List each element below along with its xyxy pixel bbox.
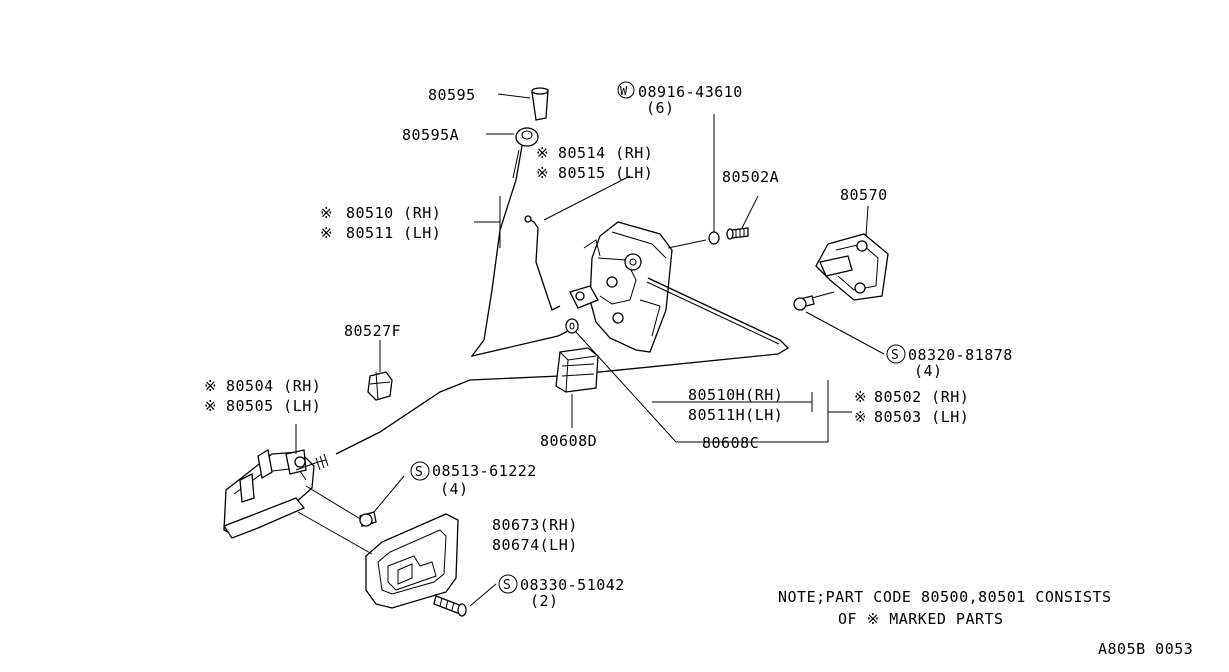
striker-screw [793, 291, 835, 311]
label-80511: 80511 (LH) [346, 224, 441, 242]
label-08513-qty: (4) [440, 480, 469, 498]
label-80510H: 80510H(RH) [688, 386, 783, 404]
asterisk-80503: ※ [854, 408, 867, 426]
asterisk-80505: ※ [204, 397, 217, 415]
label-08513-61222: 08513-61222 [432, 462, 537, 480]
s-mark-08330: S [503, 578, 511, 593]
diagram-code: A805B 0053 [1098, 640, 1193, 658]
handle-screw-08513 [359, 511, 377, 527]
lock-screw-80502A [726, 227, 749, 240]
label-08320-qty: (4) [914, 362, 943, 380]
lock-washer [708, 231, 720, 245]
label-80608D: 80608D [540, 432, 597, 450]
door-lock-body [569, 221, 673, 353]
label-80570: 80570 [840, 186, 888, 204]
label-80502A: 80502A [722, 168, 779, 186]
rod-clip-80608C [565, 318, 579, 334]
label-80595A: 80595A [402, 126, 459, 144]
knob-grommet [515, 127, 539, 147]
asterisk-80515: ※ [536, 164, 549, 182]
escutcheon-screw-08330 [433, 595, 467, 617]
label-80608C: 80608C [702, 434, 759, 452]
label-08320-81878: 08320-81878 [908, 346, 1013, 364]
note-line-1: NOTE;PART CODE 80500,80501 CONSISTS [778, 588, 1112, 606]
asterisk-80504: ※ [204, 377, 217, 395]
label-80505: 80505 (LH) [226, 397, 321, 415]
handle-escutcheon [365, 513, 459, 609]
door-striker [815, 233, 889, 301]
s-mark-08320: S [891, 348, 899, 363]
label-80595: 80595 [428, 86, 476, 104]
label-80514: 80514 (RH) [558, 144, 653, 162]
label-80515: 80515 (LH) [558, 164, 653, 182]
label-08916-43610: 08916-43610 [638, 83, 743, 101]
label-80511H: 80511H(LH) [688, 406, 783, 424]
label-08916-qty: (6) [646, 99, 675, 117]
label-80504: 80504 (RH) [226, 377, 321, 395]
link-rod-80514 [525, 217, 561, 311]
label-80527F: 80527F [344, 322, 401, 340]
asterisk-80511: ※ [320, 224, 333, 242]
asterisk-80514: ※ [536, 144, 549, 162]
asterisk-80502: ※ [854, 388, 867, 406]
label-80502: 80502 (RH) [874, 388, 969, 406]
label-80674: 80674(LH) [492, 536, 578, 554]
asterisk-80510: ※ [320, 204, 333, 222]
note-line-2: OF ※ MARKED PARTS [838, 610, 1004, 628]
label-08330-51042: 08330-51042 [520, 576, 625, 594]
lock-rod [470, 145, 571, 358]
rod-protector-80608D [555, 347, 599, 393]
rod-holder-80527F [367, 371, 393, 401]
label-80503: 80503 (LH) [874, 408, 969, 426]
s-mark-08513: S [415, 465, 423, 480]
inside-handle [223, 448, 329, 539]
w-mark: W [620, 84, 628, 98]
label-08330-qty: (2) [530, 592, 559, 610]
label-80510: 80510 (RH) [346, 204, 441, 222]
lock-knob [531, 87, 549, 121]
label-80673: 80673(RH) [492, 516, 578, 534]
